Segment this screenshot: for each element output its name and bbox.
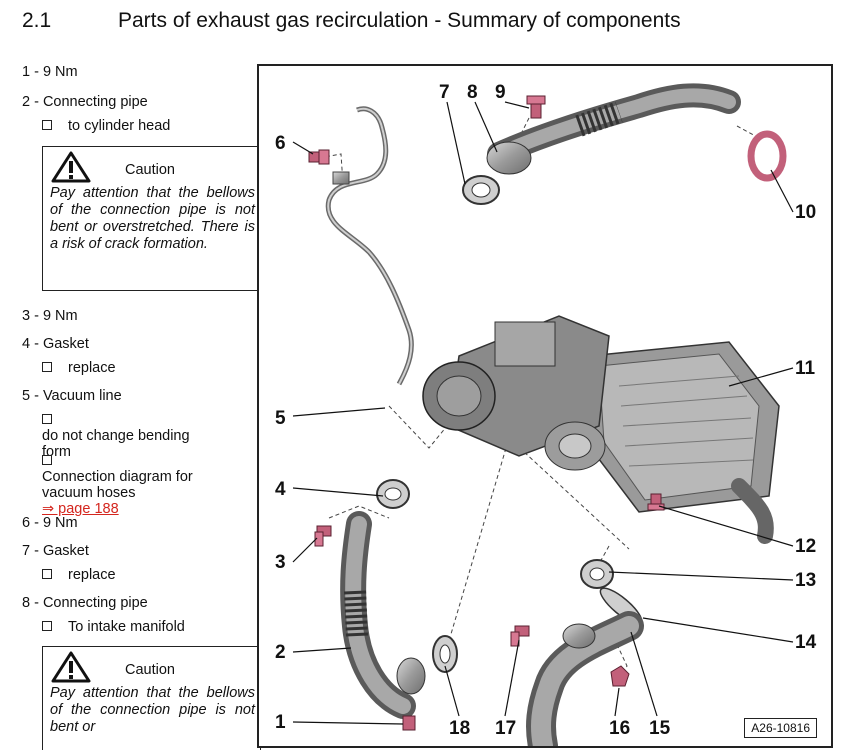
component-diagram: 6 7 8 9 10 11 5 4 12 3 13 14 2 1 18 17 1… [275, 82, 817, 746]
checkbox-icon [42, 569, 52, 579]
list-item: 8 - Connecting pipe [22, 595, 148, 611]
section-title: Parts of exhaust gas recirculation - Sum… [118, 9, 681, 32]
caution-box: Caution Pay attention that the bellows o… [42, 146, 261, 291]
bolt-9 [526, 95, 546, 119]
list-item: 6 - 9 Nm [22, 515, 78, 531]
nut-16 [610, 665, 630, 687]
list-item: 7 - Gasket [22, 543, 89, 559]
sub-item: To intake manifold [42, 619, 185, 635]
sub-item: do not change bending form [42, 412, 244, 460]
warning-triangle-icon [51, 651, 91, 683]
section-number: 2.1 [22, 9, 52, 32]
callout-13: 13 [795, 570, 816, 591]
callout-2: 2 [275, 642, 286, 663]
checkbox-icon [42, 120, 52, 130]
callout-12: 12 [795, 536, 816, 557]
egr-module [422, 315, 780, 544]
caution-text: Pay attention that the bellows of the co… [50, 185, 255, 252]
callout-18: 18 [449, 718, 470, 739]
callout-6: 6 [275, 133, 286, 154]
bolt-1 [402, 715, 416, 731]
sub-item: Connection diagram for vacuum hoses⇒ pag… [42, 453, 244, 517]
list-item: 5 - Vacuum line [22, 388, 122, 404]
list-item: 2 - Connecting pipe [22, 94, 148, 110]
checkbox-icon [42, 621, 52, 631]
section-heading: 2.1 Parts of exhaust gas recirculation - … [22, 9, 681, 33]
callout-7: 7 [439, 82, 450, 103]
caution-title: Caution [125, 662, 175, 678]
caution-text: Pay attention that the bellows of the co… [50, 685, 255, 735]
callout-5: 5 [275, 408, 286, 429]
vacuum-clip [332, 171, 350, 185]
callout-4: 4 [275, 479, 286, 500]
callout-1: 1 [275, 712, 286, 733]
callout-8: 8 [467, 82, 478, 103]
list-item: 3 - 9 Nm [22, 308, 78, 324]
callout-9: 9 [495, 82, 506, 103]
sub-item: replace [42, 567, 116, 583]
callout-14: 14 [795, 632, 817, 653]
checkbox-icon [42, 455, 52, 465]
callout-16: 16 [609, 718, 630, 739]
bolt-6 [308, 149, 330, 165]
list-item: 1 - 9 Nm [22, 64, 78, 80]
callout-15: 15 [649, 718, 671, 739]
sub-item: replace [42, 360, 116, 376]
bolt-3 [314, 525, 332, 547]
sub-item: to cylinder head [42, 118, 170, 134]
callout-11: 11 [795, 358, 816, 379]
page-link[interactable]: ⇒ page 188 [42, 501, 119, 517]
callout-3: 3 [275, 552, 286, 573]
warning-triangle-icon [51, 151, 91, 183]
caution-box: Caution Pay attention that the bellows o… [42, 646, 261, 750]
bolt-17 [510, 625, 530, 647]
exploded-view-figure: 6 7 8 9 10 11 5 4 12 3 13 14 2 1 18 17 1… [257, 64, 833, 748]
checkbox-icon [42, 414, 52, 424]
callout-10: 10 [795, 202, 816, 223]
list-item: 4 - Gasket [22, 336, 89, 352]
figure-id: A26-10816 [744, 718, 817, 738]
checkbox-icon [42, 362, 52, 372]
callout-17: 17 [495, 718, 516, 739]
caution-title: Caution [125, 162, 175, 178]
